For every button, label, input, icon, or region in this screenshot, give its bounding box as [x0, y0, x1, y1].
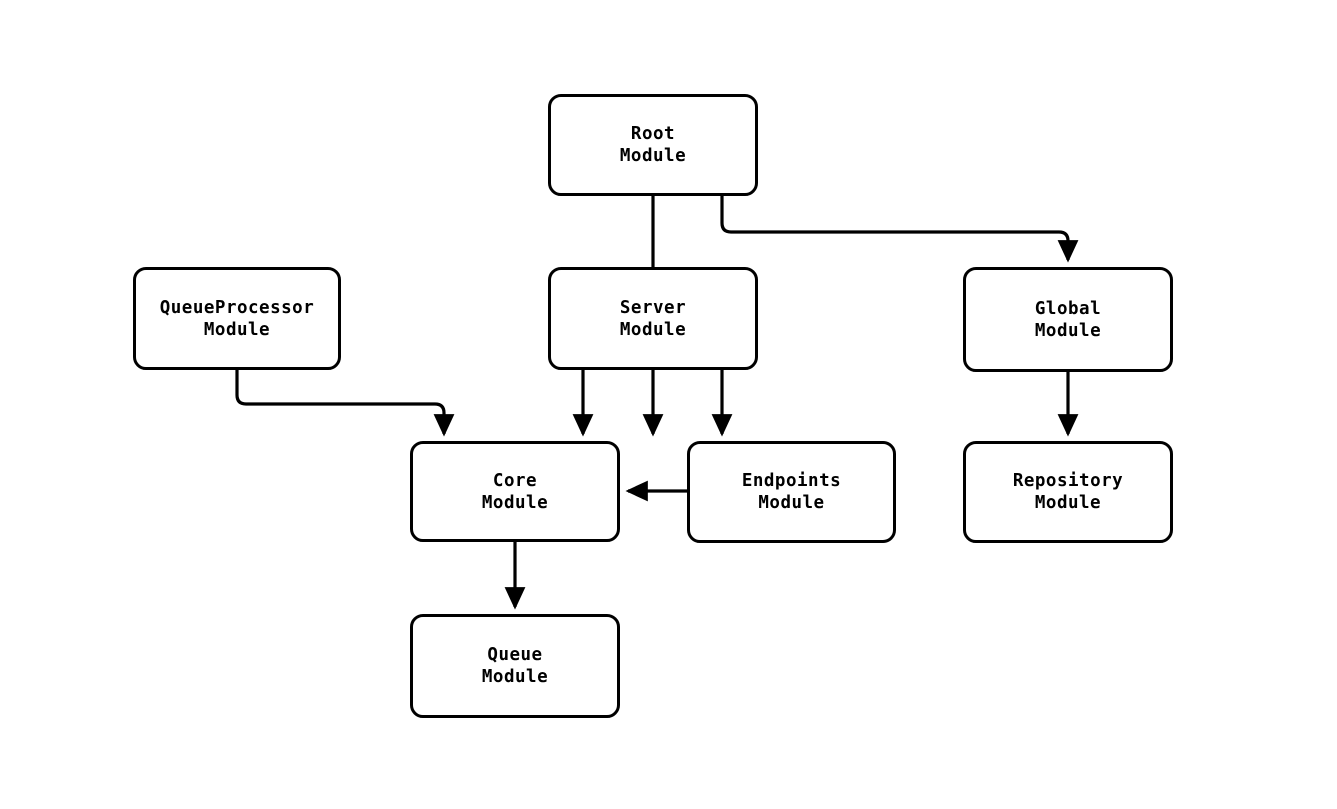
node-root[interactable]: Root Module — [548, 94, 758, 196]
node-endpoints[interactable]: Endpoints Module — [687, 441, 896, 543]
node-global-label: Global Module — [1034, 298, 1102, 341]
node-queue-label: Queue Module — [481, 645, 549, 687]
node-endpoints-label: Endpoints Module — [741, 471, 842, 513]
node-repository[interactable]: Repository Module — [963, 441, 1173, 543]
node-core[interactable]: Core Module — [410, 441, 620, 542]
node-repository-label: Repository Module — [1012, 471, 1124, 513]
node-queue[interactable]: Queue Module — [410, 614, 620, 718]
edge-root-global — [720, 196, 1079, 263]
node-server-label: Server Module — [619, 297, 687, 340]
node-queueprocessor-label: QueueProcessor Module — [159, 297, 315, 340]
node-server[interactable]: Server Module — [548, 267, 758, 370]
node-queueprocessor[interactable]: QueueProcessor Module — [133, 267, 341, 370]
node-core-label: Core Module — [481, 470, 549, 513]
edge-queueprocessor-core — [235, 370, 455, 437]
node-root-label: Root Module — [619, 124, 687, 166]
node-global[interactable]: Global Module — [963, 267, 1173, 372]
